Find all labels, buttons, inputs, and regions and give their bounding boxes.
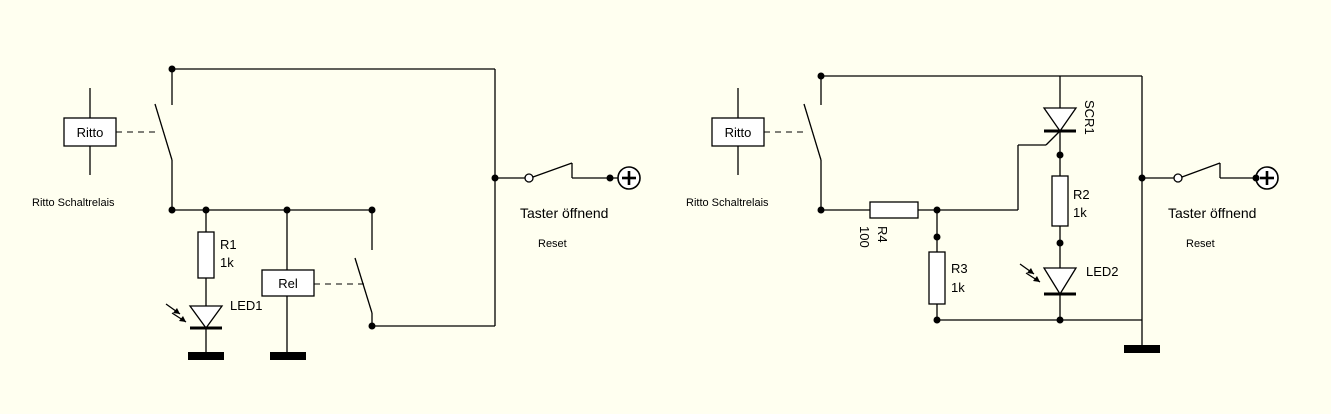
scr1-thyristor <box>1042 76 1078 176</box>
r4-value: 100 <box>857 226 872 248</box>
ground-icon <box>1124 345 1160 353</box>
r1-name: R1 <box>220 237 237 252</box>
rel-relay: Rel <box>261 269 364 297</box>
right-reset-label: Reset <box>1186 238 1215 250</box>
r2-resistor <box>1051 175 1069 227</box>
led1-label: LED1 <box>230 298 263 313</box>
right-button-label: Taster öffnend <box>1168 205 1256 221</box>
r1-resistor <box>197 210 215 306</box>
r3-value: 1k <box>951 280 965 295</box>
scr1-label: SCR1 <box>1082 100 1097 135</box>
right-ritto-label: Ritto <box>725 125 752 140</box>
r2-value: 1k <box>1073 205 1087 220</box>
r4-resistor <box>869 201 919 219</box>
left-relay-switch <box>154 69 173 210</box>
left-ritto-relay: Ritto <box>63 88 160 175</box>
left-ritto-caption: Ritto Schaltrelais <box>32 197 115 209</box>
left-reset-label: Reset <box>538 238 567 250</box>
r2-name: R2 <box>1073 187 1090 202</box>
led2-icon <box>1019 263 1078 320</box>
r4-name: R4 <box>875 226 890 243</box>
right-ritto-relay: Ritto <box>711 88 806 175</box>
ground-icon <box>270 352 306 360</box>
left-circuit: Ritto Ritto Schaltrelais R1 1k <box>32 65 641 360</box>
left-push-button <box>495 162 618 183</box>
rel-switch <box>354 210 373 326</box>
led2-label: LED2 <box>1086 264 1119 279</box>
right-ritto-caption: Ritto Schaltrelais <box>686 197 769 209</box>
right-circuit: Ritto Ritto Schaltrelais R4 100 R3 1k <box>686 72 1279 353</box>
left-button-label: Taster öffnend <box>520 205 608 221</box>
led1-icon <box>165 303 224 352</box>
plus-terminal-icon <box>617 166 641 190</box>
r1-value: 1k <box>220 255 234 270</box>
left-ritto-label: Ritto <box>77 125 104 140</box>
right-relay-switch <box>803 76 822 210</box>
r3-name: R3 <box>951 261 968 276</box>
rel-label: Rel <box>278 276 298 291</box>
right-push-button <box>1142 162 1256 183</box>
ground-icon <box>188 352 224 360</box>
r3-resistor <box>928 251 946 305</box>
